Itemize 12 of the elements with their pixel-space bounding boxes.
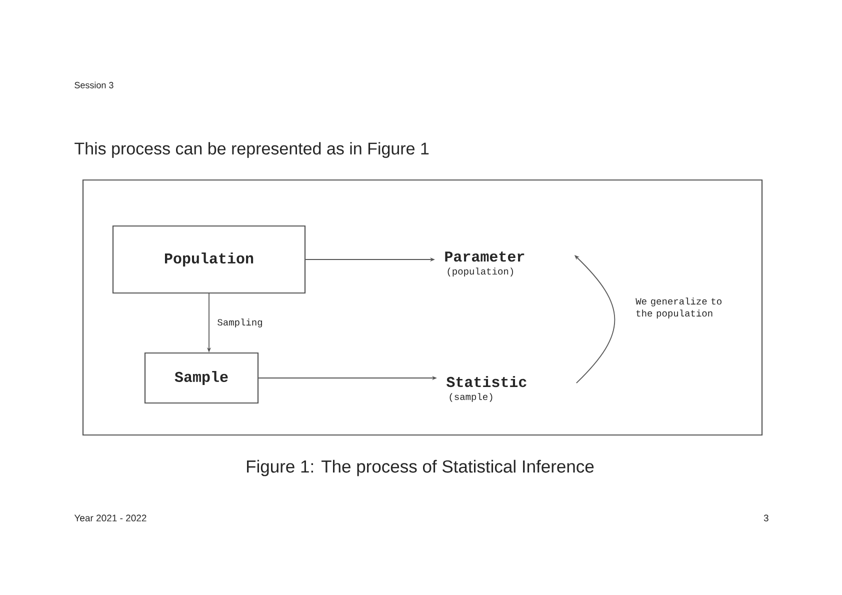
process-box: Population: [112, 225, 306, 294]
edge-label: Sampling: [218, 318, 262, 328]
process-box: Sample: [144, 352, 259, 404]
term-label: Parameter (population): [445, 252, 524, 276]
page-number: 3: [764, 514, 768, 522]
edge-label: We generalize to the population: [636, 298, 722, 318]
footer-text: Year 2021 - 2022: [74, 514, 146, 522]
figure-caption: Figure 1: The process of Statistical Inference: [247, 460, 594, 476]
term-label: Statistic (sample): [446, 376, 526, 402]
header-text: Session 3: [74, 82, 114, 88]
body-text: This process can be represented as in Figure 1: [74, 142, 429, 158]
figure-frame: [82, 179, 763, 436]
